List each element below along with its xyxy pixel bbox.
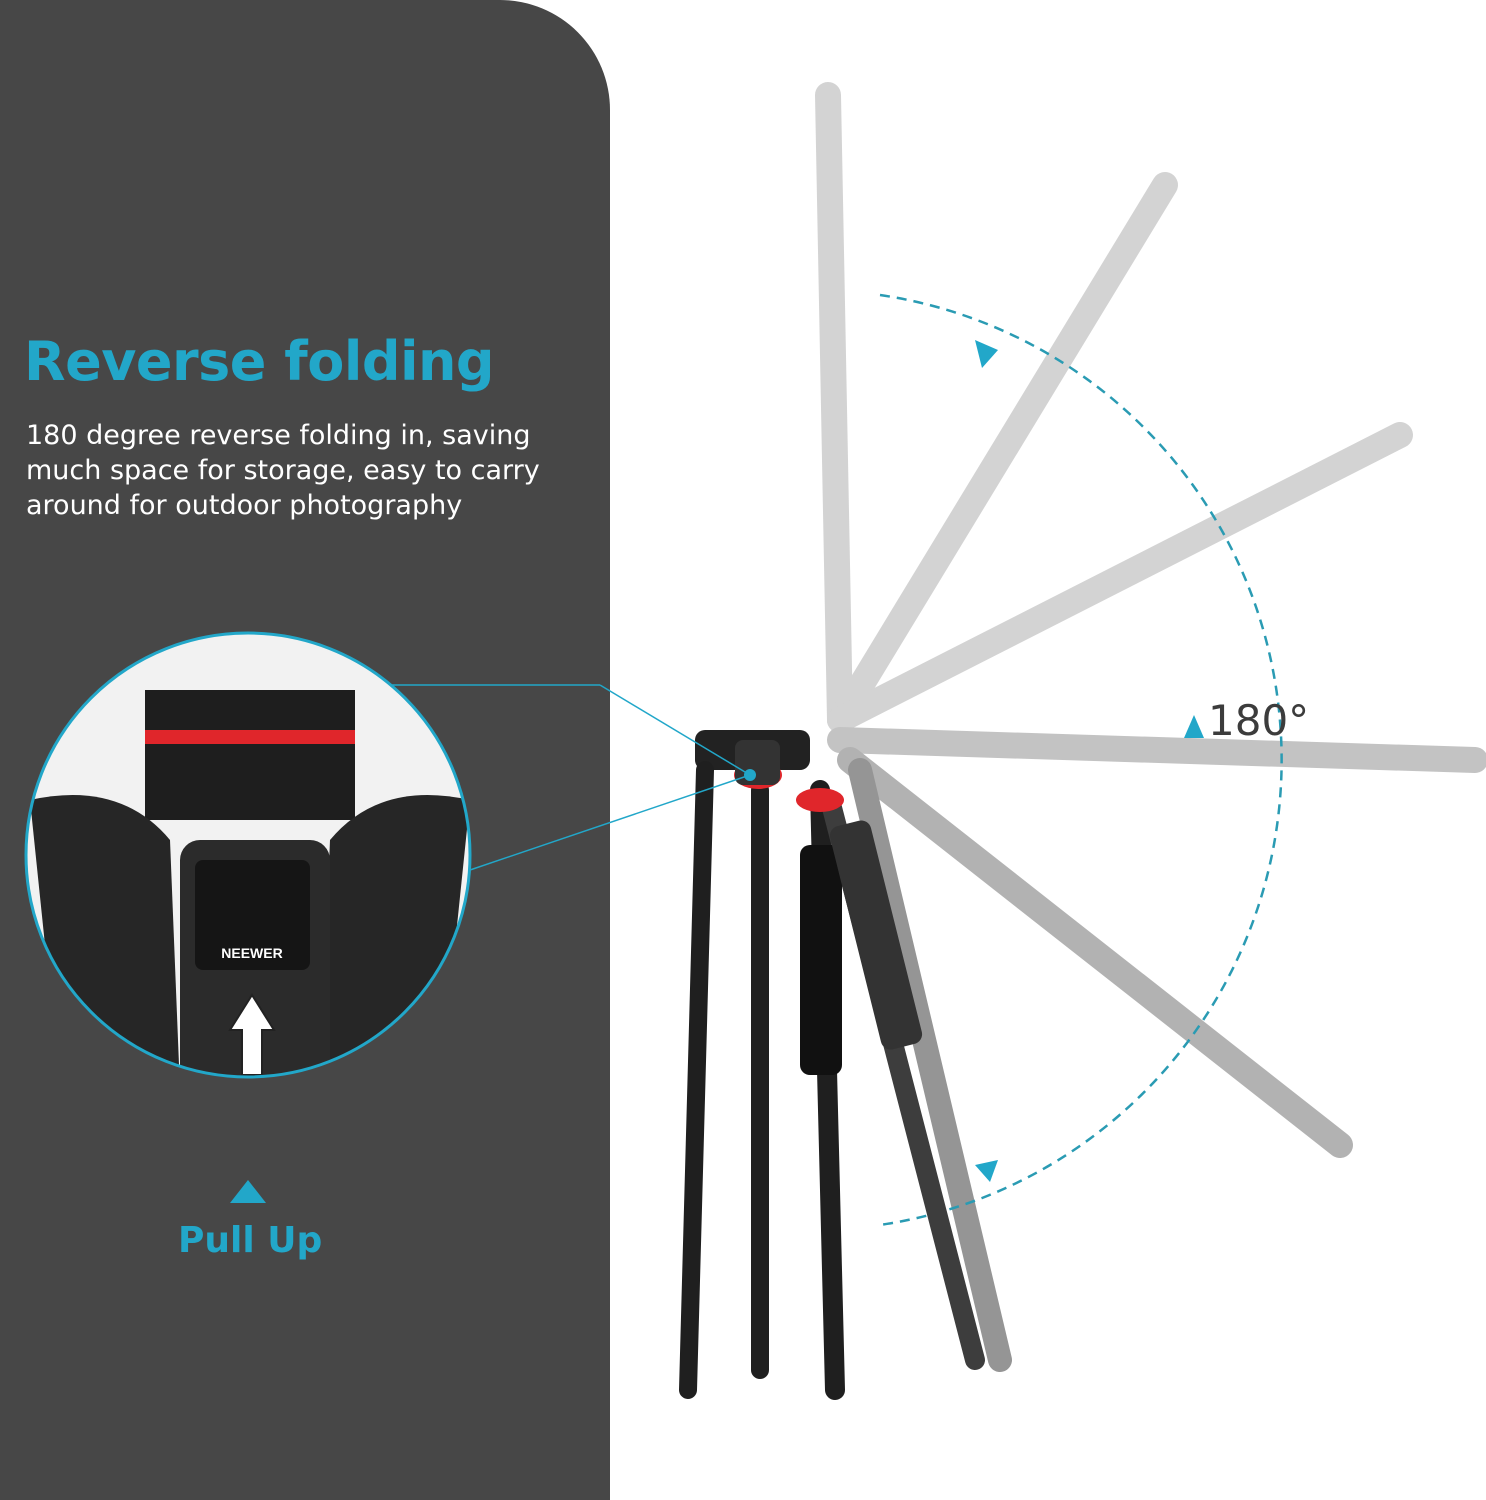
pull-up-label: Pull Up [178,1220,323,1261]
arrow-head-mid [1184,715,1204,738]
logo: NEEWER [221,945,282,961]
arrow-head-top [975,340,998,368]
pull-up-arrow-icon [230,1180,266,1203]
arrow-head-bottom [975,1160,998,1182]
heading: Reverse folding [24,330,495,393]
ghost-legs [815,82,1486,1372]
rotation-arc [879,293,1283,1227]
folded-tripod [679,730,985,1400]
detail-inset: NEEWER [26,633,470,1077]
up-arrow-icon [228,993,276,1076]
description: 180 degree reverse folding in, saving mu… [26,420,540,521]
angle-label: 180° [1208,696,1310,745]
